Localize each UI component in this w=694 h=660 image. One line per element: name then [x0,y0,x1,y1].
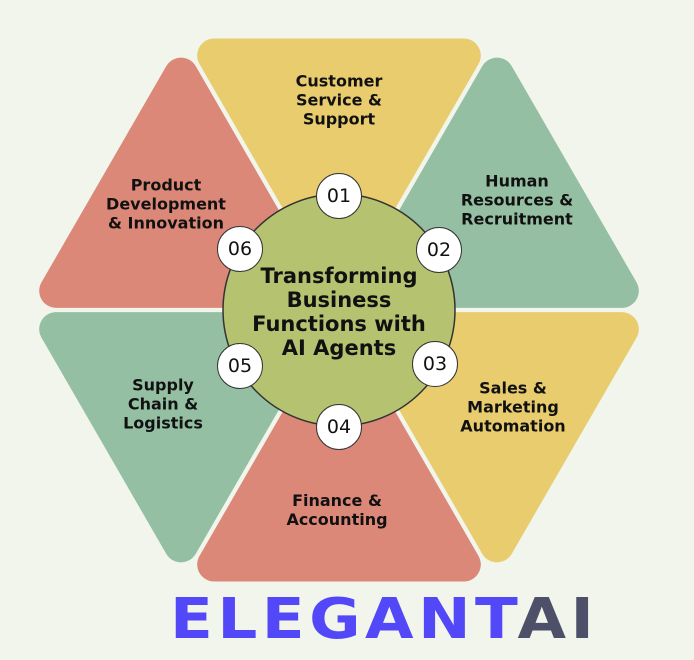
logo: ELEGANTAI [170,590,598,650]
segment-label-04: Finance & Accounting [286,491,388,529]
number-badge-06: 06 [217,226,263,272]
logo-part1: ELEGANT [170,587,518,652]
segment-label-03: Sales & Marketing Automation [460,378,566,436]
segment-triangle-04 [197,331,481,582]
logo-part2: AI [517,587,599,652]
segment-label-06: Product Development & Innovation [106,175,226,233]
center-title: Transforming Business Functions with AI … [252,264,426,360]
number-badge-01: 01 [316,173,362,219]
number-badge-05: 05 [217,343,263,389]
segment-triangle-01 [197,38,481,289]
number-badge-04: 04 [316,404,362,450]
number-badge-03: 03 [412,341,458,387]
segment-label-02: Human Resources & Recruitment [460,171,574,229]
number-badge-02: 02 [416,227,462,273]
segment-label-01: Customer Service & Support [295,71,383,129]
segment-label-05: Supply Chain & Logistics [123,375,203,433]
